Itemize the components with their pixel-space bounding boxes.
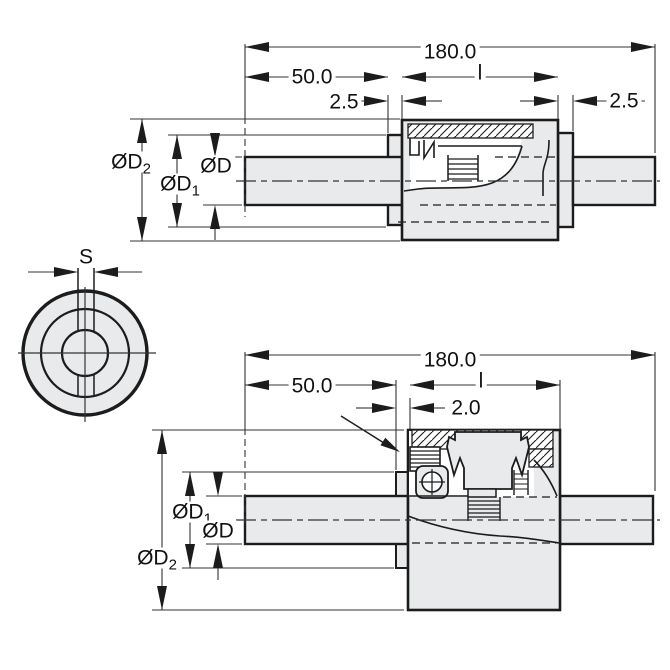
bottom-right-stack	[513, 470, 529, 495]
top-dimension-arrows	[137, 42, 655, 241]
dim-label-bottom-dia-outer: ØD2	[134, 547, 180, 573]
dim-label-bottom-left-length: 50.0	[288, 375, 336, 397]
dim-label-slot-width: S	[75, 246, 97, 268]
bottom-hidden-lines	[412, 496, 557, 544]
dim-label-bottom-dia-shaft: ØD	[199, 520, 237, 542]
top-internal-profile	[403, 138, 550, 196]
dim-label-top-dia-hub: ØD1	[157, 173, 203, 199]
top-hatch-band	[407, 123, 534, 139]
end-view	[18, 267, 156, 422]
dim-label-top-total-length: 180.0	[420, 41, 480, 63]
bottom-left-upper-lip	[395, 471, 409, 497]
top-right-flange	[556, 131, 575, 229]
bottom-section-view	[152, 350, 660, 612]
leader-arrow	[340, 415, 400, 452]
top-extension-lines	[130, 44, 656, 242]
dim-label-top-left-length: 50.0	[288, 66, 336, 88]
top-section-view	[130, 42, 660, 242]
dim-label-top-dia-shaft: ØD	[197, 155, 235, 177]
end-view-crosshair	[18, 287, 156, 422]
pressure-flange	[446, 431, 530, 490]
top-spline-stack	[447, 155, 479, 181]
dim-label-bottom-ring-width: 2.0	[448, 397, 484, 419]
dim-label-bottom-total-length: 180.0	[420, 349, 480, 371]
dim-label-bottom-dia-hub: ØD1	[169, 501, 215, 527]
dim-label-top-flange-left: 2.5	[326, 91, 362, 113]
end-view-slot-lines	[77, 268, 95, 396]
bottom-spline-stack	[467, 497, 501, 521]
bottom-internal-lines	[407, 459, 560, 544]
bottom-dimension-arrows	[157, 350, 655, 610]
dim-label-bottom-hub-length: l	[475, 370, 487, 392]
slot-dimension-arrows	[54, 267, 118, 277]
top-hidden-lines	[398, 156, 556, 223]
dim-label-top-dia-outer: ØD2	[108, 151, 154, 177]
dim-label-top-hub-length: l	[474, 62, 486, 84]
ball-bearing	[415, 465, 449, 499]
bottom-left-lower-lip	[395, 543, 409, 569]
top-left-shaft	[243, 155, 404, 207]
pressure-flange-tab	[467, 488, 497, 498]
dim-label-top-flange-right: 2.5	[606, 90, 642, 112]
